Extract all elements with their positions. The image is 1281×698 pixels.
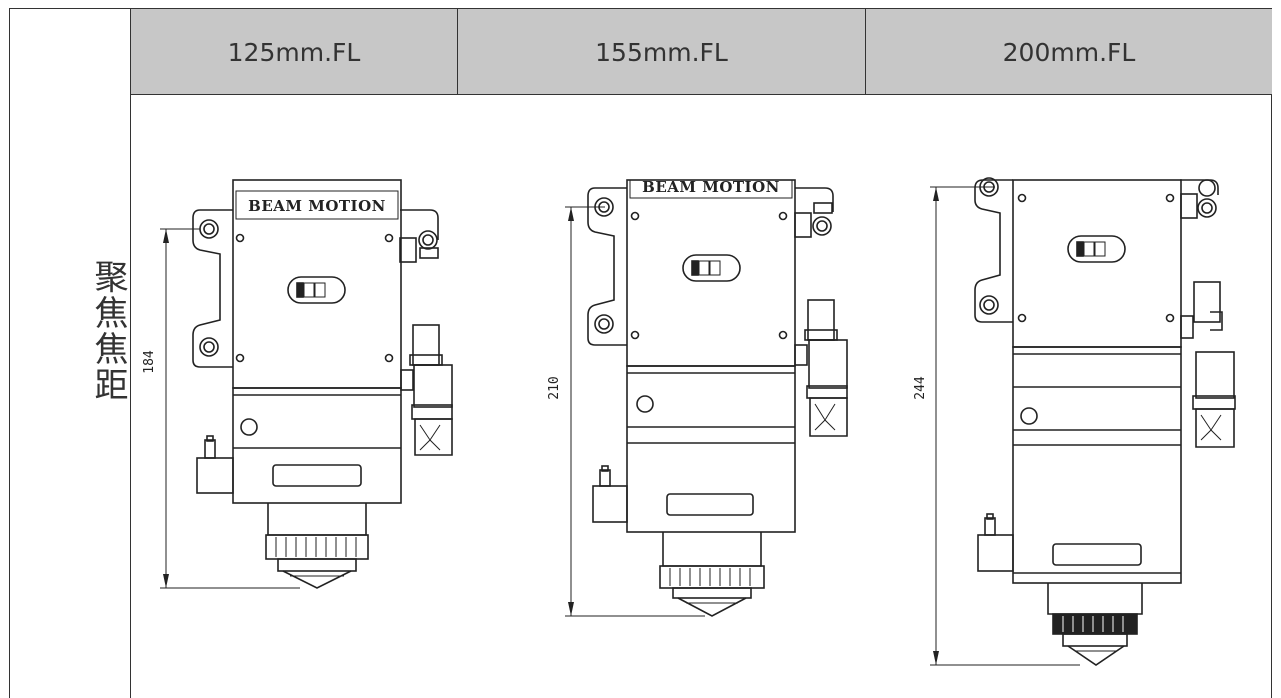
header-200mm: 200mm.FL xyxy=(1002,37,1136,67)
header-125mm: 125mm.FL xyxy=(131,9,458,95)
dimension-label-244: 244 xyxy=(913,376,928,400)
laser-head-drawing-125mm: 184 BEAM MOTION xyxy=(142,179,453,589)
dimension-label-210: 210 xyxy=(547,376,562,399)
dimension-label-184: 184 xyxy=(142,350,157,374)
dimension-line-244 xyxy=(930,186,1080,666)
brand-label-125: BEAM MOTION xyxy=(248,197,386,215)
laser-head-drawing-155mm: 210 BEAM MOTION xyxy=(547,178,848,617)
dimension-line-210 xyxy=(565,206,705,617)
dimension-line-184 xyxy=(160,228,300,589)
table-header: 125mm.FL 155mm.FL 200mm.FL xyxy=(131,9,1272,95)
header-155mm: 155mm.FL xyxy=(458,9,866,95)
row-label-cell: 聚焦焦距 xyxy=(10,9,131,698)
spec-table: 聚焦焦距 125mm.FL 155mm.FL 200mm.FL xyxy=(9,8,1272,698)
brand-label-155: BEAM MOTION xyxy=(642,178,780,196)
row-label-focal-length: 聚焦焦距 xyxy=(88,259,128,403)
laser-head-drawing-200mm: 244 xyxy=(913,177,1236,666)
